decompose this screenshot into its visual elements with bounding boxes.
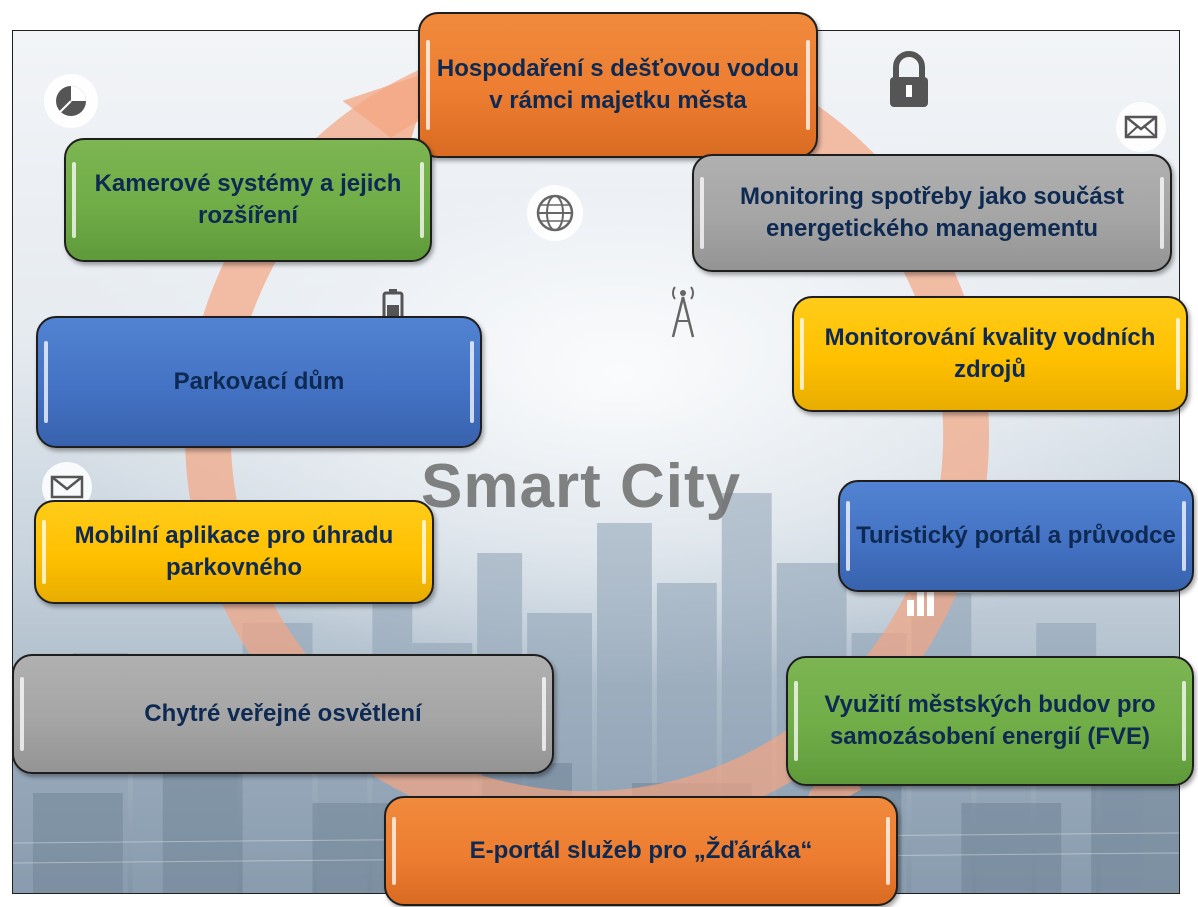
box-water-quality: Monitorování kvality vodních zdrojů [792,296,1188,412]
box-parking-app-label: Mobilní aplikace pro úhradu parkovného [74,521,394,581]
box-energy-monitoring-label: Monitoring spotřeby jako součást energet… [739,182,1125,242]
box-public-lighting-label: Chytré veřejné osvětlení [144,699,422,727]
box-tourist-portal: Turistický portál a průvodce [838,480,1194,592]
mail-icon [1113,99,1169,155]
box-e-portal: E-portál služeb pro „Žďáráka“ [384,796,898,906]
pie-chart-icon [41,71,101,131]
box-water-quality-label: Monitorování kvality vodních zdrojů [824,323,1156,383]
lock-icon [879,49,939,113]
box-rainwater: Hospodaření s dešťovou vodou v rámci maj… [418,12,818,158]
box-public-lighting: Chytré veřejné osvětlení [12,654,554,774]
box-solar-buildings: Využití městských budov pro samozásobení… [786,656,1194,786]
box-tourist-portal-label: Turistický portál a průvodce [856,521,1176,549]
box-solar-buildings-label: Využití městských budov pro samozásobení… [824,690,1156,750]
box-parking-app: Mobilní aplikace pro úhradu parkovného [34,500,434,604]
box-energy-monitoring: Monitoring spotřeby jako součást energet… [692,154,1172,272]
box-parking-house-label: Parkovací dům [173,367,345,395]
globe-icon [523,181,587,245]
box-cameras: Kamerové systémy a jejich rozšíření [64,138,432,262]
box-parking-house: Parkovací dům [36,316,482,448]
mail-icon [39,459,95,515]
box-cameras-label: Kamerové systémy a jejich rozšíření [94,169,402,229]
center-title: Smart City [421,452,742,521]
box-e-portal-label: E-portál služeb pro „Žďáráka“ [469,836,813,864]
bar-chart-icon [898,581,948,621]
box-rainwater-label: Hospodaření s dešťovou vodou v rámci maj… [436,54,800,114]
antenna-icon [658,281,708,341]
